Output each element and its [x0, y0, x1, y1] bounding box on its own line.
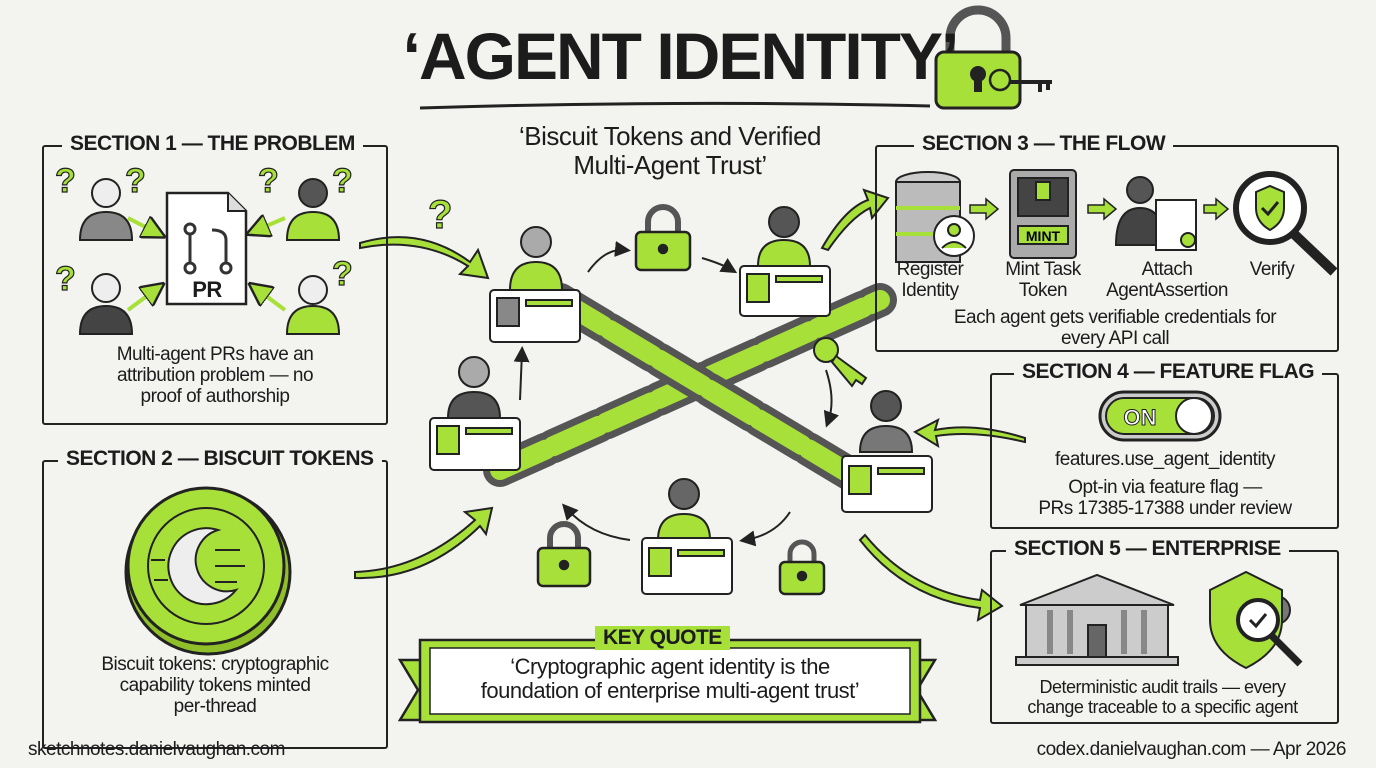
pointer-arrows — [126, 218, 287, 312]
confused-people-icons: ???? ?? — [54, 161, 353, 298]
subtitle-line: Multi-Agent Trust’ — [573, 149, 767, 180]
shield-gear-icon — [1209, 570, 1303, 670]
text-line: foundation of enterprise multi-agent tru… — [480, 678, 860, 704]
agent-left — [429, 356, 521, 471]
key-quote-text: ‘Cryptographic agent identity is the fou… — [430, 654, 910, 704]
section3-text: Each agent gets verifiable credentials f… — [900, 307, 1330, 350]
text-line: ‘Cryptographic agent identity is the — [510, 654, 830, 679]
agent-bottom — [641, 478, 733, 595]
text-line: Identity — [901, 279, 959, 301]
text-line: Attach — [1141, 259, 1193, 280]
flow-arrows — [354, 188, 1026, 622]
feature-toggle[interactable] — [1098, 390, 1222, 442]
section1-text: Multi-agent PRs have an attribution prob… — [60, 344, 370, 408]
text-line: per-thread — [173, 695, 257, 717]
text-line: Multi-agent PRs have an — [116, 344, 314, 365]
subtitle-line: ‘Biscuit Tokens and Verified — [518, 121, 822, 151]
text-line: every API call — [1060, 327, 1170, 349]
page-title: ‘AGENT IDENTITY’ — [402, 19, 960, 93]
step-arrows — [969, 197, 1230, 221]
text-line: Token — [1018, 279, 1068, 301]
text-line: Register — [896, 259, 964, 280]
padlock-bottom-left — [536, 521, 592, 588]
svg-text:?: ? — [55, 260, 76, 298]
feature-flag-name: features.use_agent_identity — [1055, 449, 1275, 470]
agent-top-right — [739, 206, 831, 317]
subtitle: ‘Biscuit Tokens and Verified Multi-Agent… — [470, 122, 870, 179]
biscuit-token-coin-icon — [124, 486, 292, 656]
svg-text:?: ? — [55, 162, 76, 200]
quote-heading: KEY QUOTE — [595, 626, 730, 650]
svg-text:?: ? — [125, 162, 146, 200]
section5-heading: SECTION 5 — ENTERPRISE — [1006, 537, 1289, 561]
padlock-icons — [536, 204, 826, 596]
pr-label: PR — [192, 277, 222, 302]
quote-banner — [397, 638, 938, 724]
section2-text: Biscuit tokens: cryptographic capability… — [55, 654, 375, 718]
title-underline — [419, 101, 931, 110]
padlock-bottom-right — [778, 539, 826, 596]
footer-right-link[interactable]: codex.danielvaughan.com — Apr 2026 — [1036, 739, 1347, 760]
text-line: Each agent gets verifiable credentials f… — [953, 307, 1277, 328]
svg-text:?: ? — [258, 162, 279, 200]
section5-text: Deterministic audit trails — every chang… — [995, 677, 1330, 718]
text-line: capability tokens minted — [119, 674, 311, 696]
text-line: Mint Task — [1005, 259, 1081, 280]
text-line: Opt-in via feature flag — — [1068, 477, 1262, 498]
section4-heading: SECTION 4 — FEATURE FLAG — [1014, 360, 1323, 384]
svg-text:?: ? — [332, 162, 353, 200]
agent-badge-icons — [429, 206, 933, 595]
mint-label: MINT — [1026, 228, 1061, 244]
bank-building-icon — [1015, 573, 1179, 666]
agent-right — [841, 390, 933, 513]
question-mark-icon: ? — [428, 193, 452, 237]
text-line: Biscuit tokens: cryptographic — [101, 654, 329, 675]
chain-links-icon — [483, 283, 897, 497]
agent-top-left — [489, 226, 581, 343]
padlock-key-icon — [934, 5, 1052, 110]
text-line: change traceable to a specific agent — [1027, 696, 1298, 717]
toggle-label: ON — [1124, 405, 1157, 430]
svg-text:?: ? — [332, 255, 353, 293]
key-icon — [813, 337, 868, 388]
pr-document-icon — [165, 191, 248, 306]
mint-machine-icon — [1009, 169, 1077, 259]
text-line: AgentAssertion — [1106, 279, 1228, 301]
text-line: attribution problem — no — [116, 364, 314, 386]
database-user-icon — [895, 171, 975, 263]
agent-certificate-icon — [1114, 176, 1197, 251]
footer-left-link[interactable]: sketchnotes.danielvaughan.com — [28, 739, 285, 760]
text-line: proof of authorship — [140, 385, 290, 407]
padlock-top — [634, 204, 692, 272]
section1-heading: SECTION 1 — THE PROBLEM — [62, 132, 363, 156]
section3-heading: SECTION 3 — THE FLOW — [914, 132, 1174, 156]
text-line: Deterministic audit trails — every — [1039, 677, 1286, 697]
text-line: PRs 17385-17388 under review — [1038, 497, 1292, 519]
magnifier-shield-icon — [1233, 171, 1338, 276]
person-icons — [78, 178, 341, 335]
section2-heading: SECTION 2 — BISCUIT TOKENS — [58, 447, 382, 471]
text-line: Verify — [1249, 259, 1295, 280]
small-arrows — [513, 241, 839, 547]
step-verify: Verify — [1232, 259, 1312, 281]
section4-text: Opt-in via feature flag — PRs 17385-1738… — [1000, 477, 1330, 520]
